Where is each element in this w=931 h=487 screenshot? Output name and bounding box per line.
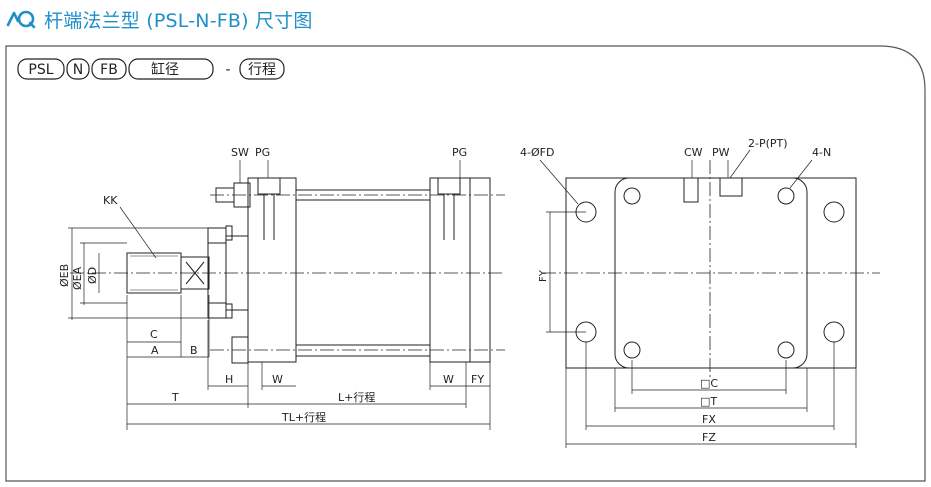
label-fd: 4-ØFD (520, 146, 554, 159)
model-code-fb: FB (100, 62, 118, 78)
label-tl-stroke: TL+行程 (281, 411, 326, 424)
label-t: T (171, 391, 179, 404)
logo-icon (6, 10, 36, 29)
page-title: 杆端法兰型 (PSL-N-FB) 尺寸图 (6, 4, 313, 34)
label-c: C (150, 328, 158, 341)
label-sw: SW (231, 146, 249, 159)
label-b: B (190, 344, 198, 357)
label-fx: FX (702, 413, 716, 426)
label-pw: PW (712, 146, 730, 159)
label-4n: 4-N (812, 146, 831, 159)
end-view (542, 160, 880, 380)
label-h: H (225, 373, 233, 386)
model-code-psl: PSL (28, 62, 53, 78)
label-kk: KK (103, 194, 118, 207)
side-view-dimensions (68, 160, 491, 430)
page-title-text: 杆端法兰型 (PSL-N-FB) 尺寸图 (44, 9, 313, 32)
label-sq-t: □T (700, 395, 717, 408)
label-cw: CW (684, 146, 703, 159)
label-ea: ØEA (71, 266, 84, 290)
label-eb: ØEB (58, 264, 71, 287)
drawing-frame (5, 45, 926, 482)
model-code-separator: - (225, 62, 230, 78)
label-fy-bottom: FY (471, 373, 484, 386)
label-pg-left: PG (255, 146, 270, 159)
label-d: ØD (86, 267, 99, 284)
label-p-pt: 2-P(PT) (748, 137, 788, 150)
dimension-labels: SW PG PG KK ØEB ØEA ØD C A B H W W FY T … (58, 137, 831, 444)
model-code: PSL N FB 缸径 - 行程 (17, 58, 285, 80)
label-a: A (151, 344, 159, 357)
label-pg-right: PG (452, 146, 467, 159)
label-l-stroke: L+行程 (338, 391, 375, 404)
label-fy-side: FY (538, 269, 549, 282)
model-code-n: N (73, 62, 83, 78)
model-code-bore: 缸径 (151, 61, 179, 78)
label-sq-c: □C (700, 377, 718, 390)
end-view-dimensions (539, 149, 857, 448)
label-w-left: W (272, 373, 283, 386)
model-code-stroke: 行程 (248, 62, 276, 78)
label-fz: FZ (702, 431, 716, 444)
label-w-right: W (443, 373, 454, 386)
side-view (70, 177, 505, 364)
